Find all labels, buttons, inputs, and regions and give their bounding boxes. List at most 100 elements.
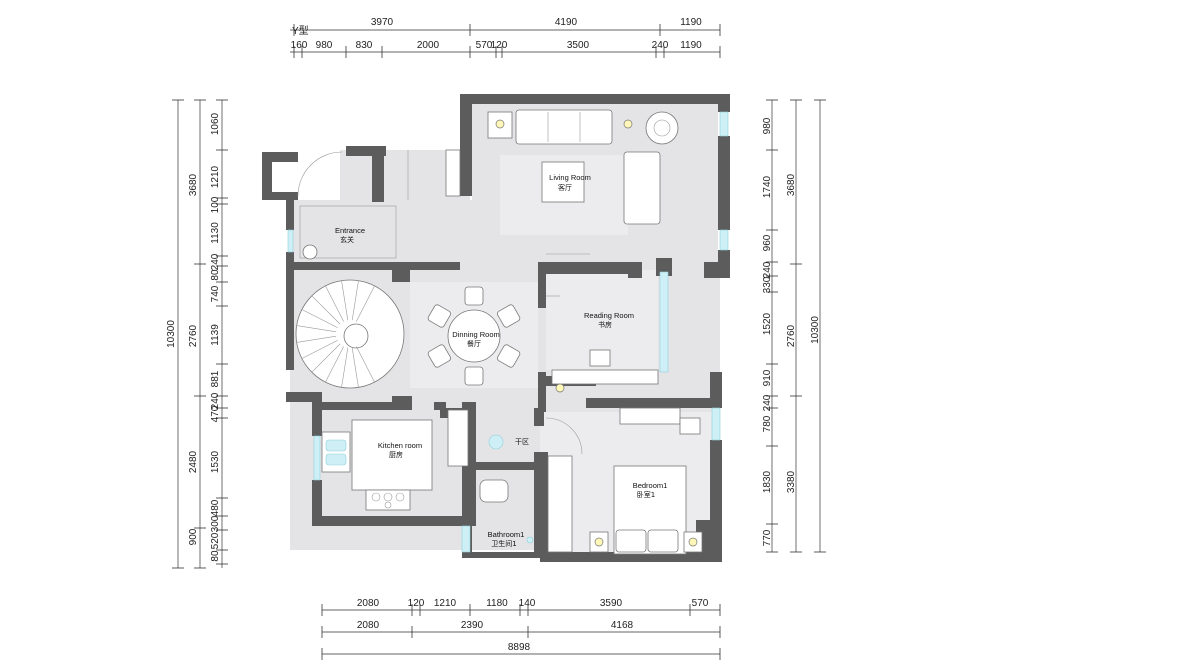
dim-label: 240 [762,261,773,278]
chair [679,417,701,435]
dim-label: 480 [210,499,221,516]
dim-label: 1740 [762,175,773,198]
dim-label: 120 [408,598,425,609]
dim-label: 240 [762,394,773,411]
right-detail-labels: 980 1740 960 240 330 1520 910 240 780 18… [762,117,773,546]
dim-label: 240 [210,392,221,409]
living-room-label-cn: 客厅 [558,183,572,192]
stair-step [341,347,349,388]
dim-label: 1060 [210,112,221,135]
dim-label: 1139 [210,324,221,346]
room-labels: Living Room 客厅 Entrance 玄关 Dinning Room … [335,173,667,548]
dim-label: 3500 [567,40,590,51]
stair-step [341,280,349,321]
stair-step [296,335,337,343]
dresser [619,407,681,425]
dining-chair [427,304,451,328]
dim-label: 1210 [210,165,221,188]
dim-label: 100 [210,196,221,213]
entrance-label: Entrance [335,226,365,235]
dim-label: 960 [762,234,773,251]
stair-step [351,280,359,321]
dim-label: 80 [210,550,221,562]
stair-step [301,340,338,359]
dim-label: 740 [210,285,221,302]
dim-label: 1830 [762,470,773,493]
dim-label: 8898 [508,642,531,653]
dim-label: 1520 [762,312,773,335]
dim-label: 80 [210,269,221,281]
dim-label: 2000 [417,40,440,51]
toilet [479,479,509,503]
kitchen-label-cn: 厨房 [389,450,403,459]
dining-chair [497,304,521,328]
top-overall-labels: 3970 4190 1190 [371,17,702,28]
dining-room-label-cn: 餐厅 [467,339,481,348]
stove [365,489,411,511]
dim-label: 3380 [786,470,797,493]
dining-chair [427,344,451,368]
dim-label: 830 [356,40,373,51]
sofa [515,109,613,145]
stair-step [356,346,375,383]
kitchen-island [351,419,433,491]
dim-label: 770 [762,529,773,546]
stair-step [311,343,341,373]
dim-label: 780 [762,415,773,432]
desk [551,369,659,385]
stair-step [296,325,337,333]
dim-label: 1180 [486,598,508,609]
dim-label: 240 [652,40,669,51]
left-dimension-lines [172,99,228,569]
dining-chair [464,286,484,306]
living-room-label: Living Room [549,173,591,182]
top-dimension-lines [290,24,721,58]
plant [645,111,679,145]
dim-label: 2390 [461,620,484,631]
bathroom-label-cn: 卫生间1 [491,539,516,548]
kitchen-label: Kitchen room [378,441,422,450]
stair-step [351,347,359,388]
dim-label: 1190 [680,17,702,28]
bottom-detail-labels: 2080 120 1210 1180 140 3590 570 [357,598,709,609]
dim-label: 1530 [210,450,221,473]
stair-step [311,295,341,325]
furniture [295,109,703,555]
shower-head [526,536,534,544]
dim-label: 160 [291,40,308,51]
chair [589,349,611,367]
reading-room-label-cn: 书房 [598,320,612,329]
dim-label: 140 [519,598,536,609]
dining-room-label: Dinning Room [452,330,500,339]
dim-label: 900 [188,528,199,545]
dim-label: 4190 [555,17,578,28]
stair-step [356,285,375,322]
sink [321,431,351,473]
dim-label: 3680 [786,173,797,196]
stair-step [301,309,338,328]
dim-label: 4168 [611,620,634,631]
left-mid-labels: 3680 2760 2480 900 [188,173,199,545]
dim-label: 330 [762,276,773,293]
walls [262,94,730,562]
dim-label: 2760 [188,324,199,347]
round-stool [302,244,318,260]
coffee-table [541,161,585,203]
entrance-label-cn: 玄关 [340,235,354,244]
bottom-dimension-lines [321,604,721,660]
bathroom-label: Bathroom1 [488,530,525,539]
wardrobe [547,455,573,553]
dim-label: 570 [692,598,709,609]
dim-label: 520 [210,532,221,549]
dim-label: 980 [316,40,333,51]
dim-label: 3680 [188,173,199,196]
reading-room-label: Reading Room [584,311,634,320]
dim-label: 910 [762,369,773,386]
dining-chair [464,366,484,386]
dim-label: 3970 [371,17,394,28]
dim-label: 1130 [210,222,221,244]
left-detail-labels: 1060 1210 100 1130 240 80 740 1139 881 2… [210,112,221,561]
dim-label: 2080 [357,620,380,631]
dim-label: 2760 [786,324,797,347]
